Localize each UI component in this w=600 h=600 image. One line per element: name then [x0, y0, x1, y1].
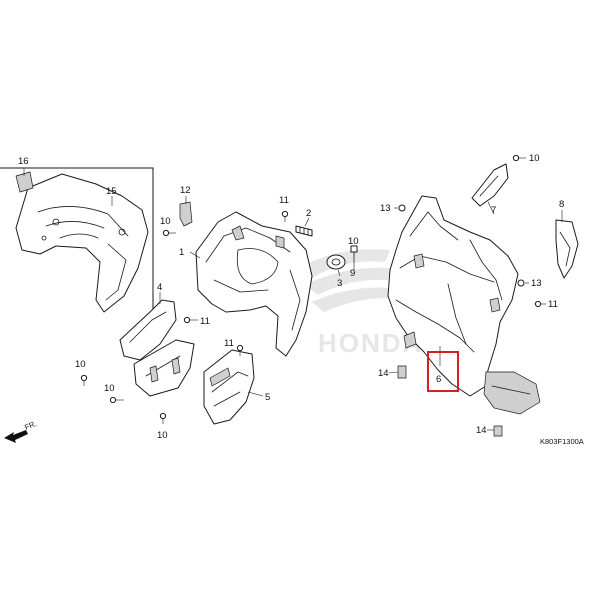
- leader-lines: [23, 168, 563, 431]
- callout-1[interactable]: 1: [179, 247, 184, 258]
- honda-watermark-text: HONDA: [318, 328, 423, 358]
- callout-16[interactable]: 16: [18, 156, 29, 167]
- callout-13-a[interactable]: 13: [380, 203, 391, 214]
- callout-11-d[interactable]: 11: [548, 299, 558, 310]
- callout-10-b[interactable]: 10: [348, 236, 359, 247]
- bolt-10-a: [162, 229, 176, 237]
- part-3-grommet: [326, 254, 346, 270]
- diagram-code: K803F1300A: [540, 437, 584, 446]
- callout-labels: 16 15 12 11 2 10 1 10 9 3 4 11 11 10 10 …: [18, 153, 564, 441]
- part-16-clip: [15, 171, 34, 193]
- part-4-side-cover: [119, 299, 195, 397]
- inset-frame: [0, 167, 154, 324]
- front-arrow-label: FR.: [23, 419, 38, 432]
- callout-11-c[interactable]: 11: [224, 338, 234, 349]
- bolt-10-d: [109, 396, 124, 404]
- part-8-side-piece: [555, 219, 579, 279]
- bolt-10-e: [159, 412, 167, 424]
- clip-14-b: [493, 425, 503, 437]
- callout-14-a[interactable]: 14: [378, 368, 389, 379]
- callout-3[interactable]: 3: [337, 278, 342, 289]
- clip-13-b: [517, 279, 529, 287]
- screw-11-a: [281, 210, 289, 222]
- screw-11-d: [534, 300, 546, 308]
- part-6-highlight-box: [427, 351, 459, 392]
- callout-13-b[interactable]: 13: [531, 278, 542, 289]
- part-6-inner-cover: [387, 195, 541, 415]
- clip-13-a: [394, 204, 406, 212]
- front-arrow: FR.: [4, 419, 38, 443]
- callout-5[interactable]: 5: [265, 392, 270, 403]
- part-12-clip: [179, 201, 193, 227]
- part-7-bracket: [471, 163, 509, 207]
- screw-11-c: [236, 344, 244, 356]
- callout-10-a[interactable]: 10: [160, 216, 171, 227]
- callout-11-a[interactable]: 11: [279, 195, 289, 206]
- bolt-10-f: [512, 154, 526, 162]
- callout-9[interactable]: 9: [350, 268, 355, 279]
- part-5-lower-cover: [203, 349, 255, 425]
- callout-7[interactable]: 7: [491, 205, 496, 216]
- callout-14-b[interactable]: 14: [476, 425, 487, 436]
- callout-10-d[interactable]: 10: [104, 383, 115, 394]
- callout-2[interactable]: 2: [306, 208, 311, 219]
- callout-8[interactable]: 8: [559, 199, 564, 210]
- part-9-screw: [350, 245, 358, 263]
- part-2-pin: [295, 225, 313, 237]
- honda-wing-watermark: HONDA: [300, 249, 423, 358]
- callout-12[interactable]: 12: [180, 185, 191, 196]
- clip-14-a: [397, 365, 407, 379]
- callout-15[interactable]: 15: [106, 186, 117, 197]
- screw-11-b: [183, 316, 198, 324]
- bolt-10-c: [80, 374, 88, 386]
- callout-11-b[interactable]: 11: [200, 316, 210, 327]
- part-15-inner-cover: [15, 173, 149, 313]
- callout-4[interactable]: 4: [157, 282, 162, 293]
- part-1-center-cover: [195, 211, 313, 357]
- callout-10-f[interactable]: 10: [529, 153, 540, 164]
- callout-10-c[interactable]: 10: [75, 359, 86, 370]
- callout-6[interactable]: 6: [436, 374, 441, 385]
- callout-10-e[interactable]: 10: [157, 430, 168, 441]
